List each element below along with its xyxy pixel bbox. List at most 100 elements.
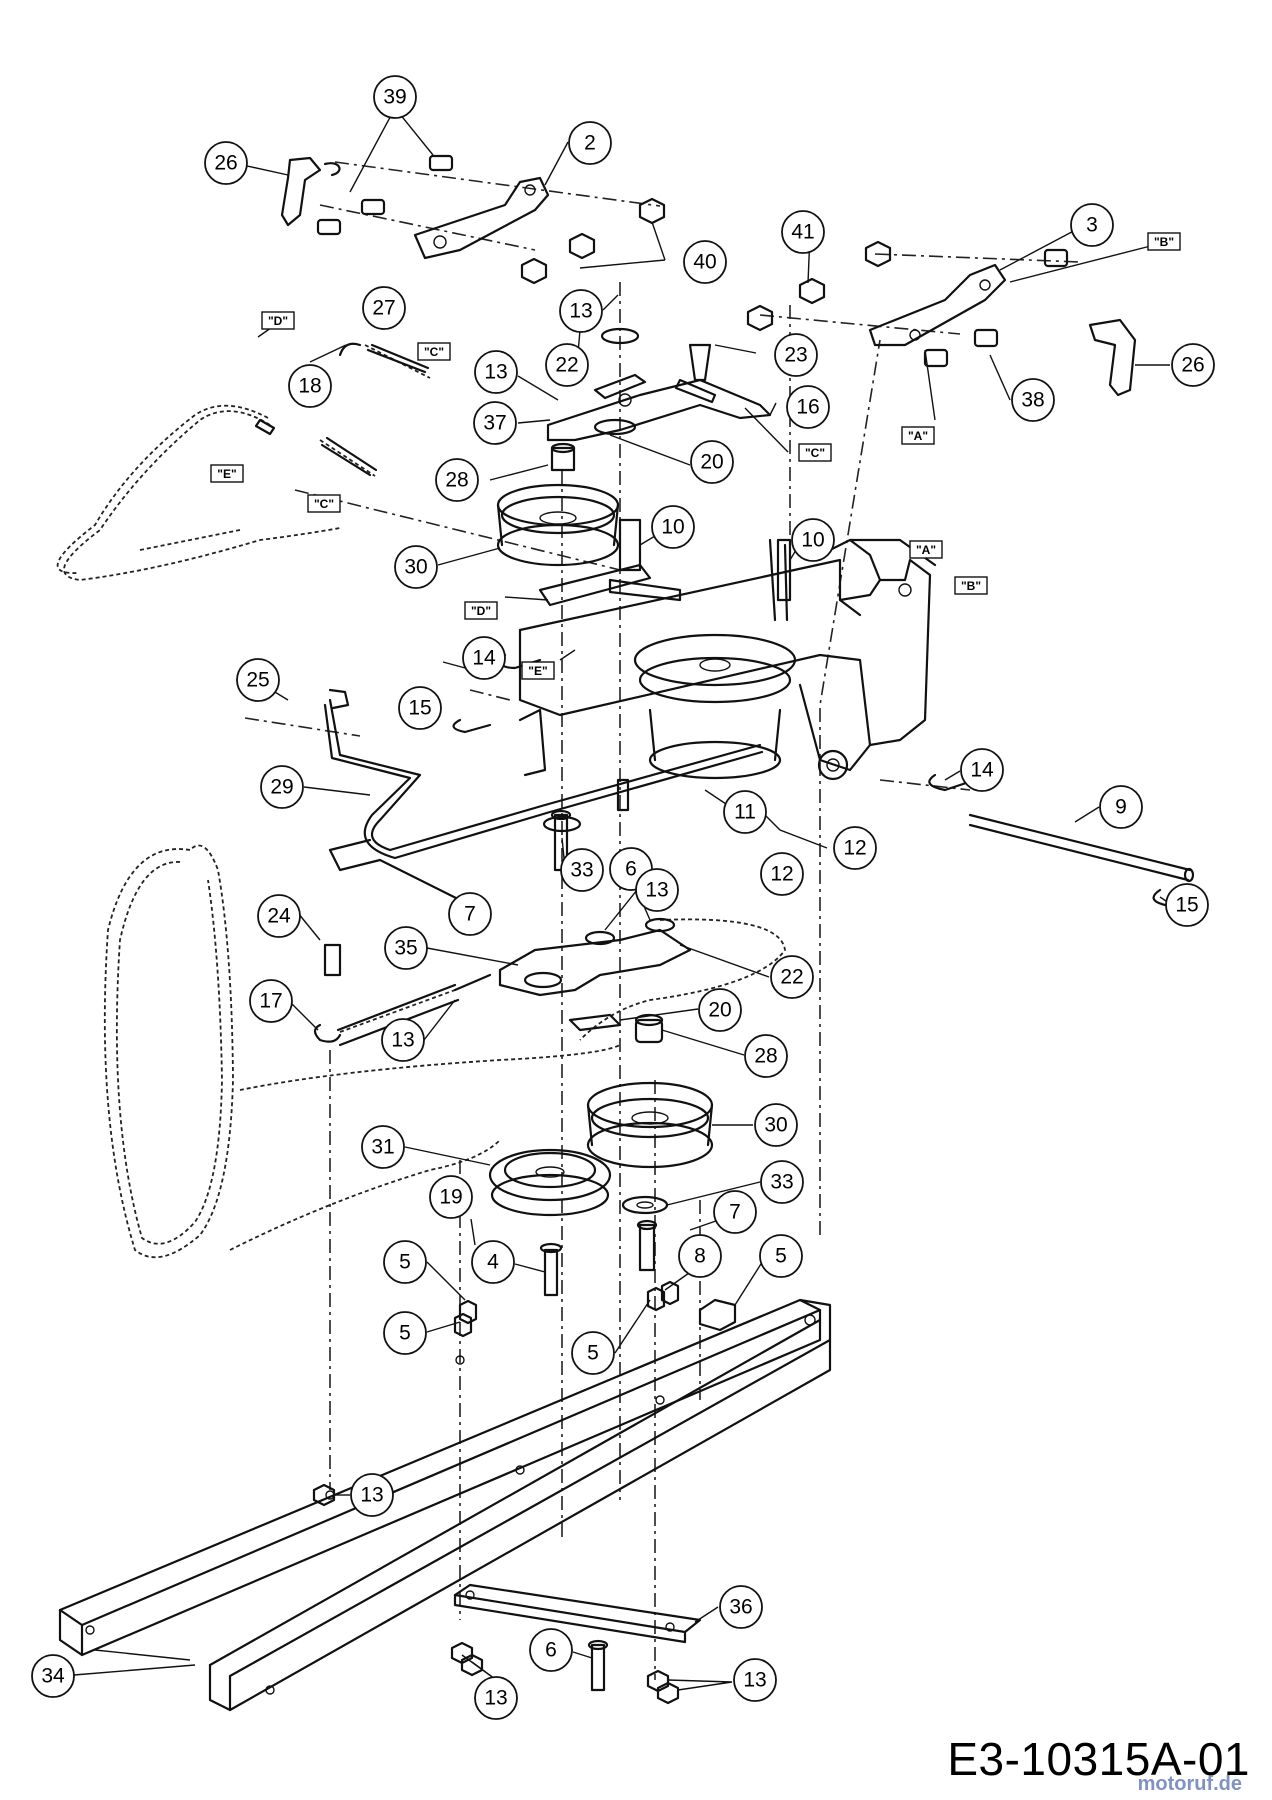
svg-text:"A": "A" [916,543,936,557]
svg-text:3: 3 [1086,214,1098,237]
svg-text:39: 39 [383,86,406,109]
svg-text:25: 25 [246,669,269,692]
svg-text:"E": "E" [528,664,547,678]
part-number-callout: 18 [288,364,332,408]
letter-tag: "C" [417,342,451,361]
lever-bracket-right [746,240,1137,397]
main-frame-bracket [518,518,937,781]
part-number-callout: 12 [833,826,877,870]
svg-text:"A": "A" [908,429,928,443]
part-number-callout: 34 [31,1654,75,1698]
svg-text:26: 26 [214,152,237,175]
part-number-callout: 36 [719,1585,763,1629]
part-number-callout: 16 [786,385,830,429]
letter-tags: "D" "C" "E" "C" "B" "A" "C" "A" "B" "D" … [210,232,1181,680]
upper-pulley [496,483,620,567]
part-number-callout: 5 [571,1331,615,1375]
svg-text:33: 33 [770,1171,793,1194]
svg-text:"E": "E" [217,467,236,481]
part-number-callout: 13 [474,350,518,394]
svg-text:28: 28 [445,469,468,492]
svg-text:5: 5 [399,1322,411,1345]
part-number-callout: 17 [249,979,293,1023]
svg-text:11: 11 [734,801,756,824]
part-number-callout: 20 [698,988,742,1032]
letter-tag: "E" [521,661,555,680]
svg-text:36: 36 [729,1596,752,1619]
svg-text:13: 13 [391,1029,414,1052]
part-number-callout: 5 [759,1234,803,1278]
svg-text:31: 31 [371,1136,394,1159]
svg-text:22: 22 [780,966,803,989]
svg-text:24: 24 [267,905,291,928]
svg-text:"D": "D" [268,314,288,328]
part-number-callout: 9 [1099,785,1143,829]
part-number-callout: 15 [1165,883,1209,927]
svg-text:20: 20 [708,999,731,1022]
assembly-lines [244,161,1081,1680]
part-number-callout: 39 [373,75,417,119]
svg-text:40: 40 [693,251,716,274]
part-number-callout: 13 [559,289,603,333]
svg-text:18: 18 [298,375,321,398]
springs-and-cable [56,342,431,581]
part-number-callout: 19 [429,1175,473,1219]
letter-tag: "B" [954,576,988,595]
shift-rod [323,688,764,902]
part-number-callout: 40 [683,240,727,284]
watermark-logo: motoruf.de [1137,1773,1242,1795]
svg-text:"C": "C" [314,497,334,511]
part-number-callout: 23 [774,333,818,377]
long-rod [452,538,1195,907]
part-number-callout: 25 [236,658,280,702]
lower-pulleys [488,1081,714,1217]
svg-text:17: 17 [259,990,282,1013]
part-number-callout: 15 [398,686,442,730]
drawing-number: E3-10315A-01 [947,1733,1250,1785]
part-number-callout: 3 [1070,203,1114,247]
svg-text:12: 12 [770,863,793,886]
svg-text:10: 10 [661,516,684,539]
letter-tag: "D" [464,601,498,620]
part-number-callout: 41 [781,210,825,254]
letter-tag: "A" [909,540,943,559]
part-number-callout: 13 [733,1658,777,1702]
svg-text:27: 27 [372,297,395,320]
svg-text:13: 13 [569,300,592,323]
part-number-callout: 37 [473,401,517,445]
lever-bracket-left [280,154,666,285]
svg-text:26: 26 [1181,354,1204,377]
part-number-callout: 5 [383,1240,427,1284]
svg-text:10: 10 [801,529,824,552]
part-number-callout: 31 [361,1125,405,1169]
svg-text:9: 9 [1115,796,1127,819]
svg-text:13: 13 [484,361,507,384]
svg-text:7: 7 [464,903,476,926]
svg-text:35: 35 [394,937,417,960]
callout-balloons: 39 26 2 40 3 41 26 38 13 22 23 27 18 13 … [31,75,1215,1720]
svg-text:20: 20 [700,451,723,474]
svg-text:"C": "C" [424,345,444,359]
svg-text:37: 37 [483,412,506,435]
svg-text:"C": "C" [805,446,825,460]
lower-idler-arm [313,917,692,1047]
part-number-callout: 6 [529,1628,573,1672]
svg-text:34: 34 [41,1665,65,1688]
svg-text:13: 13 [484,1687,507,1710]
part-number-callout: 7 [713,1190,757,1234]
part-number-callout: 35 [384,926,428,970]
part-number-callout: 20 [690,440,734,484]
part-number-callout: 22 [545,343,589,387]
upper-idler-arm [546,327,772,472]
svg-text:19: 19 [439,1186,462,1209]
svg-text:5: 5 [399,1251,411,1274]
letter-tag: "B" [1147,232,1181,251]
svg-text:6: 6 [545,1639,557,1662]
part-number-callout: 13 [350,1473,394,1517]
svg-text:13: 13 [743,1669,766,1692]
svg-text:33: 33 [570,859,593,882]
svg-text:30: 30 [404,556,427,579]
svg-text:5: 5 [775,1245,787,1268]
part-number-callout: 10 [651,505,695,549]
svg-text:16: 16 [796,396,819,419]
